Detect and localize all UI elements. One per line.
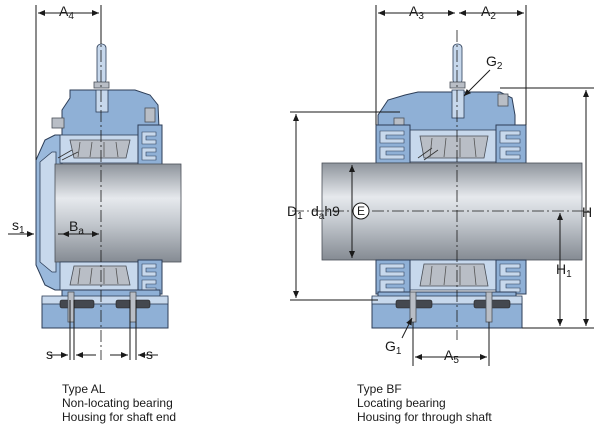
bearing-upper-left [57,134,139,164]
label-A2: A2 [481,3,496,22]
caption-right: Type BF Locating bearing Housing for thr… [357,382,492,424]
right-dimensions [290,5,594,366]
label-da: dah9 [311,203,340,222]
caption-right-line2: Locating bearing [357,396,446,410]
right-housing-drawing [321,43,583,329]
seal-upper-right-a [375,124,411,164]
caption-left-line2: Non-locating bearing [62,396,173,410]
eye-bolt-right [449,43,466,89]
label-H: H [582,204,592,220]
label-E: E [357,204,365,218]
seal-lower-right-a [375,259,411,295]
tolerance-envelope-symbol: E [352,202,370,220]
label-A4: A4 [59,3,74,22]
label-D1: D1 [287,203,303,222]
bearing-lower-left [59,261,139,291]
caption-right-line3: Housing for through shaft [357,410,492,424]
seal-upper-right-b [495,124,527,164]
seal-lower-left [137,259,163,295]
label-s1: s1 [12,217,25,236]
foot-bolts-right [395,291,511,323]
seal-lower-right-b [495,259,527,295]
label-H1: H1 [556,261,572,280]
label-G1: G1 [385,338,402,357]
foot-bolts-left [59,291,151,323]
seal-upper-left [137,124,163,166]
left-housing-drawing [35,43,182,329]
label-Ba: Ba [69,218,84,237]
label-G2: G2 [486,53,503,72]
caption-right-line1: Type BF [357,382,402,396]
label-s-left: s [46,346,53,362]
caption-left-line3: Housing for shaft end [62,410,176,424]
bearing-lower-right [409,259,497,291]
shaft-left [54,163,182,263]
label-A5: A5 [444,347,459,366]
label-A3: A3 [409,3,424,22]
caption-left: Type AL Non-locating bearing Housing for… [62,382,176,424]
label-s-right: s [146,346,153,362]
caption-left-line1: Type AL [62,382,106,396]
eye-bolt-left [93,43,110,89]
left-dimensions [8,5,158,360]
bearing-upper-right [409,129,497,163]
